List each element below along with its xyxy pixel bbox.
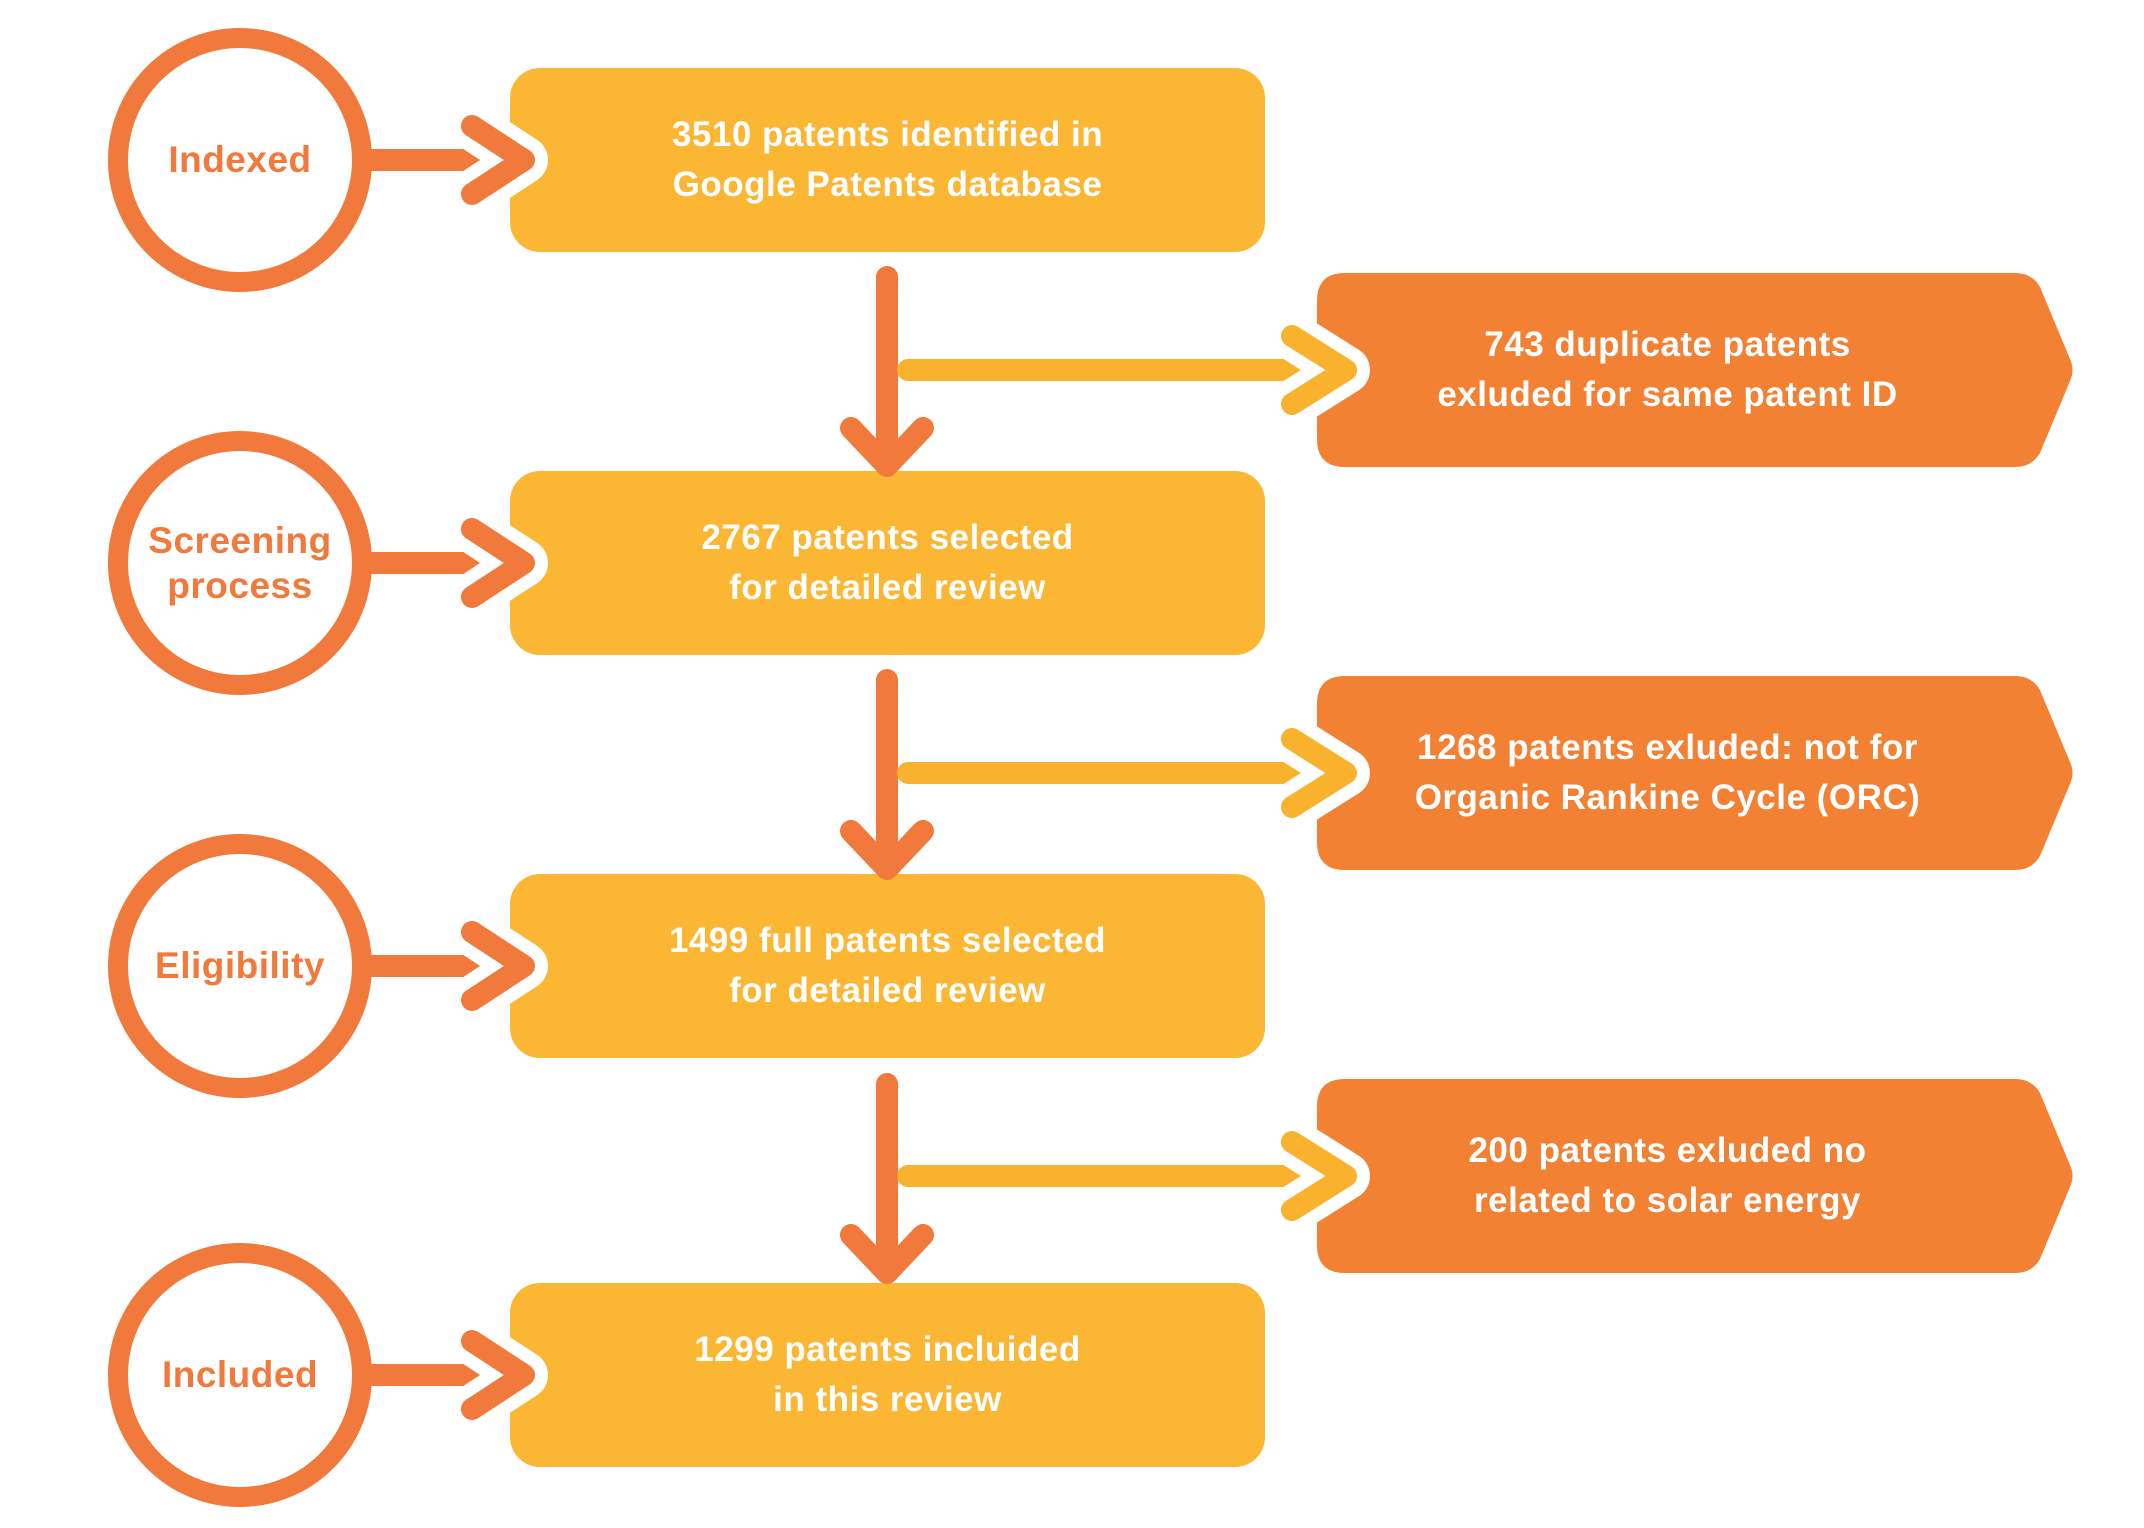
stage-circle-shapes	[108, 28, 372, 1507]
down-arrow-2-head	[840, 820, 934, 880]
process-box-shape-4	[510, 1283, 1265, 1467]
stage-arrow-1-head	[461, 115, 535, 205]
stage-arrows	[351, 102, 548, 1433]
stage-circle-shape-1	[108, 28, 372, 292]
process-box-shape-2	[510, 471, 1265, 655]
down-arrow-3	[840, 1073, 934, 1284]
stage-circle-shape-2	[108, 431, 372, 695]
stage-arrow-2	[351, 505, 548, 621]
branch-arrow-2-head	[1281, 728, 1357, 818]
stage-arrow-3-head	[461, 921, 535, 1011]
branch-arrow-2	[897, 715, 1370, 831]
stage-circle-shape-3	[108, 834, 372, 1098]
branch-arrow-1-head	[1281, 325, 1357, 415]
down-arrow-2	[840, 669, 934, 880]
process-box-shapes	[510, 68, 1265, 1467]
down-arrows	[840, 266, 934, 1284]
exclusion-box-shapes	[1317, 273, 2073, 1273]
exclusion-box-shape-2	[1317, 676, 2073, 870]
stage-arrow-4	[351, 1317, 548, 1433]
exclusion-box-shape-3	[1317, 1079, 2073, 1273]
branch-arrow-1	[897, 312, 1370, 428]
stage-circle-shape-4	[108, 1243, 372, 1507]
branch-arrow-3	[897, 1118, 1370, 1234]
stage-arrow-2-head	[461, 518, 535, 608]
exclusion-branch-arrows	[897, 312, 1370, 1234]
process-box-shape-1	[510, 68, 1265, 252]
down-arrow-1-head	[840, 417, 934, 477]
stage-arrow-3	[351, 908, 548, 1024]
stage-arrow-1	[351, 102, 548, 218]
exclusion-box-shape-1	[1317, 273, 2073, 467]
process-box-shape-3	[510, 874, 1265, 1058]
stage-arrow-4-head	[461, 1330, 535, 1420]
branch-arrow-3-head	[1281, 1131, 1357, 1221]
down-arrow-3-head	[840, 1224, 934, 1284]
down-arrow-1	[840, 266, 934, 477]
